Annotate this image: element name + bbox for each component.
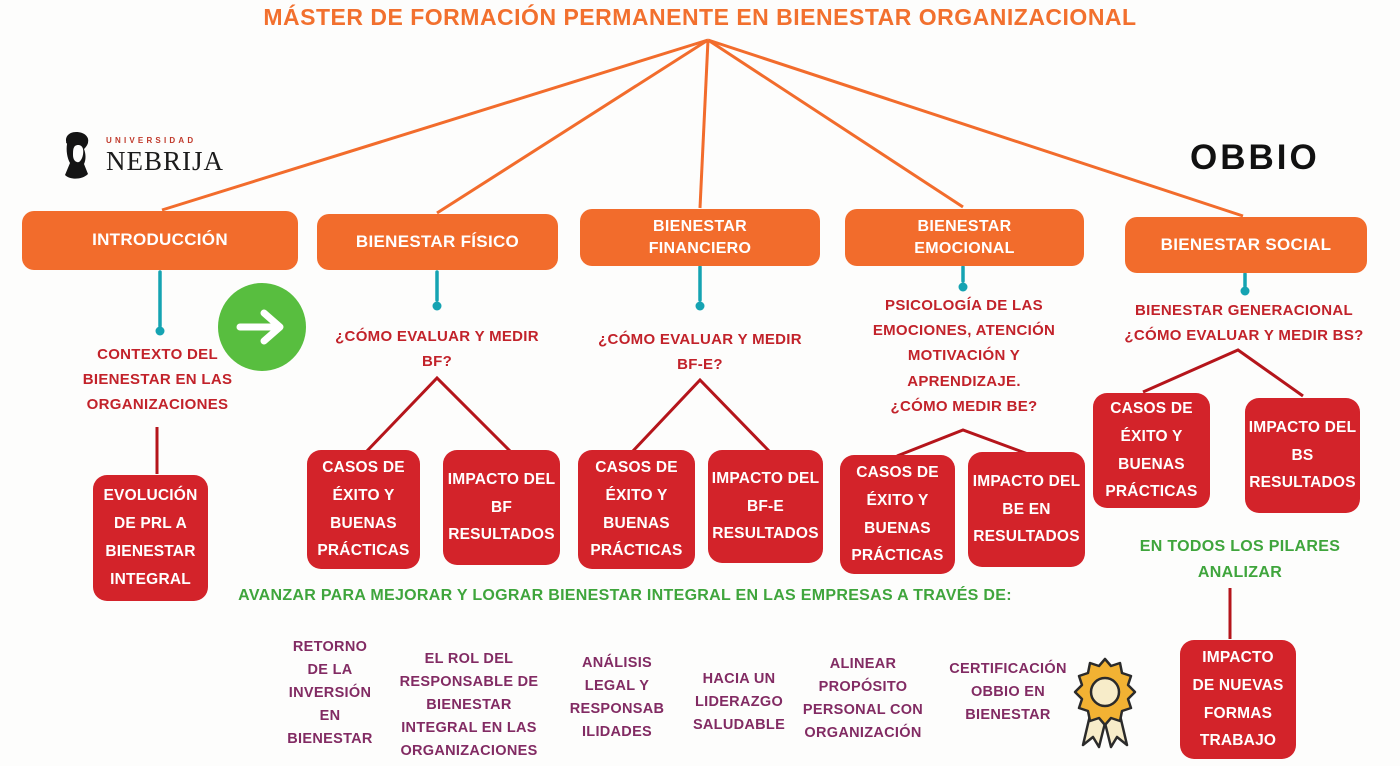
- next-arrow-button[interactable]: [218, 283, 306, 371]
- note-financiero: ¿CÓMO EVALUAR Y MEDIR BF-E?: [598, 331, 802, 374]
- note-introduccion: CONTEXTO DEL BIENESTAR EN LAS ORGANIZACI…: [82, 346, 233, 414]
- arrow-right-icon: [236, 309, 284, 345]
- box-fisico-casos-exito: CASOS DE ÉXITO Y BUENAS PRÁCTICAS: [307, 450, 420, 569]
- item-certificacion-obbio: CERTIFICACIÓN OBBIO EN BIENESTAR: [949, 661, 1067, 723]
- box-social-impacto: IMPACTO DEL BS RESULTADOS: [1245, 398, 1360, 513]
- pillar-bienestar-financiero: BIENESTAR FINANCIERO: [580, 209, 820, 266]
- box-financiero-impacto: IMPACTO DEL BF-E RESULTADOS: [708, 450, 823, 563]
- box-impacto-nuevas-formas: IMPACTO DE NUEVAS FORMAS TRABAJO: [1180, 640, 1296, 759]
- item-alinear-proposito: ALINEAR PROPÓSITO PERSONAL CON ORGANIZAC…: [802, 656, 924, 741]
- item-rol-responsable: EL ROL DEL RESPONSABLE DE BIENESTAR INTE…: [399, 651, 539, 759]
- nebrija-universidad-label: UNIVERSIDAD: [106, 135, 197, 145]
- box-emocional-impacto: IMPACTO DEL BE EN RESULTADOS: [968, 452, 1085, 567]
- pillar-bienestar-fisico: BIENESTAR FÍSICO: [317, 214, 558, 270]
- note-emocional: PSICOLOGÍA DE LAS EMOCIONES, ATENCIÓN MO…: [872, 297, 1056, 415]
- obbio-logo: OBBIO: [1190, 138, 1320, 177]
- nebrija-name-label: NEBRIJA: [106, 145, 225, 176]
- avanzar-banner: AVANZAR PARA MEJORAR Y LOGRAR BIENESTAR …: [238, 587, 1012, 604]
- box-social-casos-exito: CASOS DE ÉXITO Y BUENAS PRÁCTICAS: [1093, 393, 1210, 508]
- award-ribbon-icon: [1073, 657, 1137, 749]
- box-evolucion-prl: EVOLUCIÓN DE PRL A BIENESTAR INTEGRAL: [93, 475, 208, 601]
- pillar-bienestar-social: BIENESTAR SOCIAL: [1125, 217, 1367, 273]
- pillar-bienestar-emocional: BIENESTAR EMOCIONAL: [845, 209, 1084, 266]
- box-fisico-impacto: IMPACTO DEL BF RESULTADOS: [443, 450, 560, 565]
- note-social: BIENESTAR GENERACIONAL ¿CÓMO EVALUAR Y M…: [1124, 302, 1364, 345]
- pillar-introduccion: INTRODUCCIÓN: [22, 211, 298, 270]
- note-fisico: ¿CÓMO EVALUAR Y MEDIR BF?: [335, 328, 539, 371]
- nebrija-logo: UNIVERSIDAD NEBRIJA: [58, 130, 224, 182]
- box-emocional-casos-exito: CASOS DE ÉXITO Y BUENAS PRÁCTICAS: [840, 455, 955, 574]
- nebrija-portrait-icon: [65, 132, 89, 179]
- pilares-analizar-note: EN TODOS LOS PILARES ANALIZAR: [1139, 538, 1341, 581]
- box-financiero-casos-exito: CASOS DE ÉXITO Y BUENAS PRÁCTICAS: [578, 450, 695, 569]
- page-title: MÁSTER DE FORMACIÓN PERMANENTE EN BIENES…: [263, 4, 1137, 30]
- item-liderazgo-saludable: HACIA UN LIDERAZGO SALUDABLE: [692, 671, 786, 733]
- item-retorno-inversion: RETORNO DE LA INVERSIÓN EN BIENESTAR: [287, 639, 373, 747]
- item-analisis-legal: ANÁLISIS LEGAL Y RESPONSAB ILIDADES: [569, 655, 665, 740]
